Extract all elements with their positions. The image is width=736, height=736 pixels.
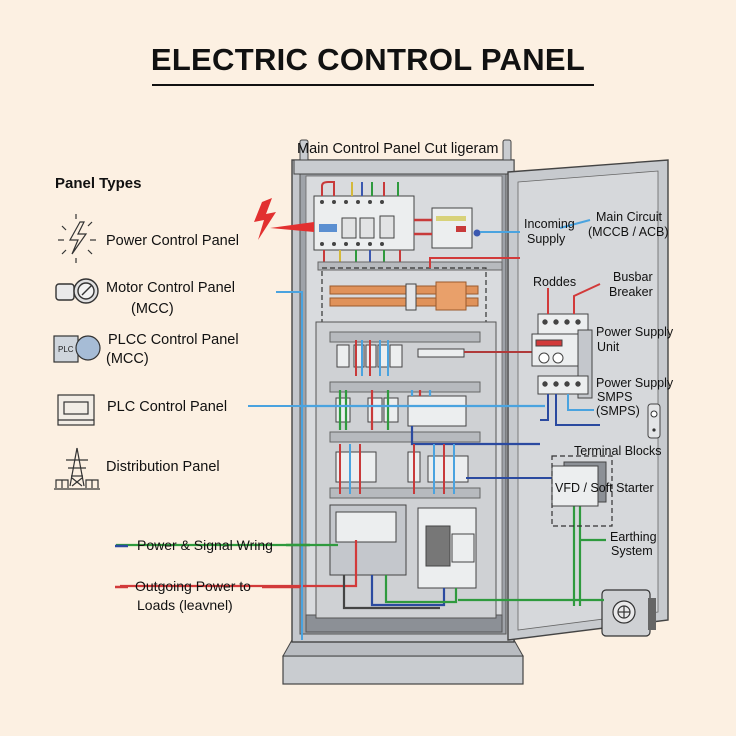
- main-circuit-breaker: [313, 195, 415, 251]
- contactor-top-right: [414, 207, 481, 249]
- cabinet-door: [507, 159, 669, 641]
- panel-type-distribution: Distribution Panel: [106, 459, 220, 475]
- panel-type-plc: PLC Control Panel: [107, 399, 228, 415]
- row3-wires: [339, 444, 560, 494]
- page-title: ELECTRIC CONTROL PANEL: [150, 42, 586, 77]
- vfd-dashed-outline: [551, 455, 613, 527]
- callout-incoming-supply-1: Incoming: [524, 217, 575, 231]
- panel-types-heading: Panel Types: [55, 175, 142, 192]
- transmission-tower-icon: [54, 447, 100, 490]
- callout-smps-2: SMPS: [597, 390, 633, 404]
- power-panel-icon: [58, 214, 96, 263]
- legend-outgoing-power-2: Loads (leavnel): [137, 597, 233, 613]
- panel-type-power: Power Control Panel: [106, 233, 239, 249]
- incoming-arrow: [270, 222, 314, 232]
- title-underline: [152, 84, 594, 86]
- callout-smps-3: (SMPS): [596, 404, 640, 418]
- callout-earthing-2: System: [611, 544, 653, 558]
- callout-roddes: Roddes: [533, 275, 577, 289]
- callout-busbar-1: Busbar: [613, 270, 653, 284]
- plcc-panel-icon: PLC: [53, 335, 101, 363]
- callout-terminal-blocks: Terminal Blocks: [574, 444, 662, 458]
- din-rails: [329, 331, 481, 499]
- callout-incoming-supply-2: Supply: [527, 232, 566, 246]
- incoming-wires: [321, 181, 401, 262]
- busbar: [329, 281, 479, 311]
- panel-type-motor: Motor Control Panel: [106, 280, 235, 296]
- bottom-wires: [116, 500, 606, 610]
- din-rail-top: [317, 261, 503, 271]
- diagram-title: Main Control Panel Cut ligeram: [297, 141, 499, 157]
- row2-wires: [300, 390, 545, 446]
- plc-panel-icon: [57, 394, 95, 426]
- bottom-terminal-block: [329, 504, 407, 576]
- callout-earthing-1: Earthing: [610, 530, 657, 544]
- legend-outgoing-power: Outgoing Power to: [135, 578, 251, 594]
- callout-psu-2: Unit: [597, 340, 620, 354]
- cabinet-plinth: [282, 639, 524, 685]
- motor-panel-icon: [55, 278, 99, 304]
- power-supply-unit: [531, 313, 593, 399]
- callout-busbar-2: Breaker: [609, 285, 653, 299]
- callout-main-circuit-2: (MCCB / ACB): [588, 225, 669, 239]
- lightning-bolt-icon: [254, 198, 276, 240]
- signal-wire-left: [276, 291, 303, 640]
- plcc-icon-text: PLC: [58, 345, 74, 354]
- plc-module: [417, 507, 477, 589]
- row2-devices: [335, 395, 467, 427]
- row1-wires: [355, 340, 540, 376]
- panel-type-plcc: PLCC Control Panel: [108, 332, 239, 348]
- callout-main-circuit-1: Main Circuit: [596, 210, 662, 224]
- callout-psu-1: Power Supply: [596, 325, 674, 339]
- panel-type-plcc-sub: (MCC): [106, 351, 149, 367]
- callout-smps-1: Power Supply: [596, 376, 674, 390]
- callout-vfd: VFD / Soft Starter: [555, 481, 654, 495]
- psu-wires: [429, 219, 601, 426]
- vfd-soft-starter: [551, 461, 607, 507]
- panel-type-motor-sub: (MCC): [131, 301, 174, 317]
- legend-signal-wiring: Power & Signal Wring: [137, 537, 273, 553]
